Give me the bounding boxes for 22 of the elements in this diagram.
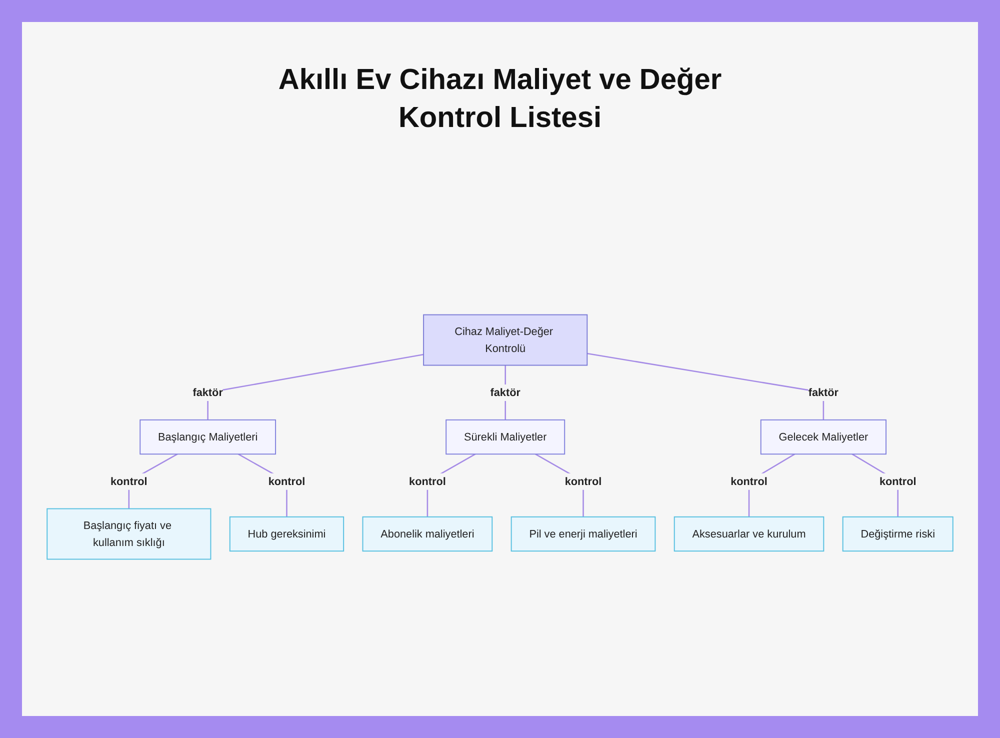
node-box: Sürekli Maliyetler [446,419,566,455]
node-box: Gelecek Maliyetler [760,419,886,455]
node-box: Değiştirme riski [842,516,954,552]
edge-label: kontrol [409,475,446,488]
edge-label: faktör [192,386,223,398]
edge-label: faktör [808,386,839,398]
node-box: Başlangıç fiyatı ve kullanım sıklığı [46,508,212,560]
edge-label: kontrol [268,475,306,488]
edge-label: kontrol [879,475,916,488]
diagram-title: Akıllı Ev Cihazı Maliyet ve Değer Kontrol Listesi [277,63,723,136]
edge-label: kontrol [564,475,602,488]
node-box: Başlangıç Maliyetleri [140,419,276,455]
node-box: Hub gereksinimi [229,516,344,552]
connector [587,352,824,420]
node-box: Cihaz Maliyet-Değer Kontrolü [423,314,588,366]
edge-label: faktör [490,386,520,398]
edge-label: kontrol [110,475,148,488]
node-box: Pil ve enerji maliyetleri [510,516,656,552]
connector [207,354,424,420]
node-box: Aksesuarlar ve kurulum [674,516,824,552]
node-box: Abonelik maliyetleri [362,516,493,552]
edge-label: kontrol [730,475,768,488]
